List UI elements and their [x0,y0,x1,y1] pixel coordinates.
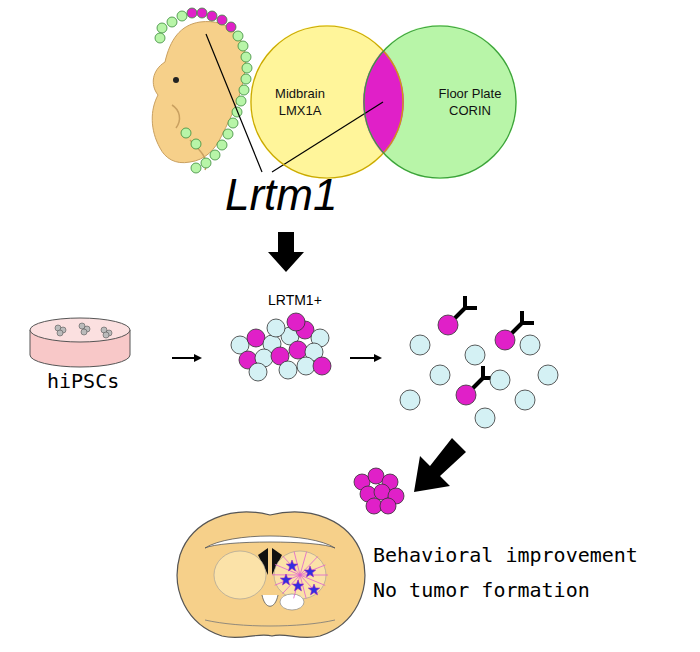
tube-dot [228,118,238,128]
cell [289,341,307,359]
tube-dot [217,15,227,25]
tube-dot [207,11,217,21]
marker-label: LRTM1+ [268,292,322,308]
tube-dot [167,17,177,27]
cell [538,365,558,385]
cell [410,335,430,355]
neural-tube-dots [155,8,252,173]
cell [287,313,305,331]
tube-dot [201,158,211,168]
brain-section [177,512,365,638]
step-arrow [172,357,200,359]
culture-dish [30,318,130,367]
tube-dot [242,63,252,73]
tube-dot [181,128,191,138]
cell-line-label: hiPSCs [47,369,119,393]
venn-circle: Floor Plate CORIN [363,25,517,179]
tube-dot [191,163,201,173]
venn-circle: Midbrain LMX1A [250,25,404,179]
tube-dot [226,22,236,32]
tube-dot [191,139,201,149]
cell [465,345,485,365]
tube-dot [238,41,248,51]
cell-cluster [231,313,331,381]
cell [400,390,420,410]
tube-dot [217,140,227,150]
cell [490,370,510,390]
tube-dot [232,107,242,117]
cell [515,390,535,410]
tube-dot [223,129,233,139]
cell [247,329,265,347]
fiber [300,575,328,576]
cell [279,361,297,379]
sorted-cells [400,296,558,428]
cell [380,498,396,514]
gene-name: Lrtm1 [225,170,337,220]
circle-outline [363,25,517,179]
cell [374,484,390,500]
circle-label: Floor Plate CORIN [431,85,509,119]
cell [368,468,384,484]
tube-dot [157,23,167,33]
outcome-text: Behavioral improvement [373,543,638,567]
tube-dot [155,33,165,43]
graft-neuron [286,560,297,571]
cell [520,335,540,355]
big-arrow [268,232,304,272]
cell [267,319,285,337]
tube-dot [197,8,207,18]
antibody [465,306,477,310]
midbrain-fill [250,25,404,179]
fiber [294,552,300,575]
fiber [275,564,300,575]
tube-dot [241,52,251,62]
circle-outline [250,25,404,179]
antibody [473,378,483,388]
embryo [152,22,246,170]
circle-border [364,26,516,178]
intersection [363,50,404,155]
cell [430,365,450,385]
outcome-text: No tumor formation [373,578,590,602]
circle-label: Midbrain LMX1A [265,85,335,119]
cell [297,357,315,375]
antibody [512,323,522,333]
step-arrow [350,357,380,359]
cell [249,363,267,381]
cell [475,408,495,428]
big-arrow [414,438,466,492]
tube-dot [239,85,249,95]
floorplate-fill [363,25,517,179]
graft-neuron [308,584,319,595]
antibody [522,321,534,325]
tube-dot [241,74,251,84]
graft-neuron [292,580,303,591]
graft-fibers [272,552,328,599]
tube-dot [233,31,243,41]
graft-neuron [304,566,315,577]
cell [313,357,331,375]
leader-line [206,34,262,172]
circle-border [251,26,403,178]
purified-cells [354,468,404,514]
tube-dot [187,8,197,18]
tube-dot [210,150,220,160]
graft-neuron [280,574,291,585]
antibody [455,308,465,318]
tube-dot [236,96,246,106]
tube-dot [177,11,187,21]
